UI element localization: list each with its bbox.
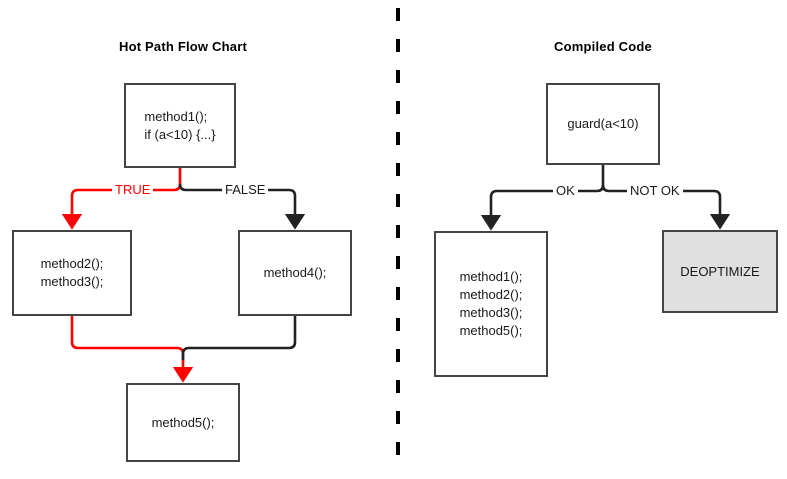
- node-inlined-methods[interactable]: method1(); method2(); method3(); method5…: [434, 231, 548, 377]
- node-method2-method3-label: method2(); method3();: [40, 256, 104, 289]
- edge-not-ok-branch: [601, 184, 731, 230]
- edge-label-not-ok: NOT OK: [627, 184, 683, 198]
- edge-hot-merge: [70, 316, 194, 383]
- node-method1[interactable]: method1(); if (a<10) {...}: [124, 83, 236, 168]
- node-method5[interactable]: method5();: [126, 383, 240, 462]
- node-inlined-methods-label: method1(); method2(); method3(); method5…: [459, 269, 523, 338]
- node-deoptimize-label: DEOPTIMIZE: [680, 263, 760, 279]
- node-guard-label: guard(a<10): [567, 116, 639, 131]
- edge-ok-branch: [480, 184, 605, 231]
- edge-cold-merge: [181, 316, 297, 360]
- node-method4[interactable]: method4();: [238, 230, 352, 316]
- panel-title-hot-path: Hot Path Flow Chart: [118, 39, 248, 54]
- node-method2-method3[interactable]: method2(); method3();: [12, 230, 132, 316]
- node-deoptimize[interactable]: DEOPTIMIZE: [662, 230, 778, 313]
- node-method5-label: method5();: [151, 414, 215, 430]
- panel-title-compiled-code: Compiled Code: [554, 39, 652, 54]
- node-method1-label: method1(); if (a<10) {...}: [144, 108, 216, 142]
- edge-label-false: FALSE: [222, 183, 269, 197]
- node-method4-label: method4();: [263, 265, 327, 280]
- edge-label-ok: OK: [553, 184, 578, 198]
- node-guard[interactable]: guard(a<10): [546, 83, 660, 165]
- edge-label-true: TRUE: [112, 183, 154, 197]
- edge-false-branch: [178, 183, 306, 230]
